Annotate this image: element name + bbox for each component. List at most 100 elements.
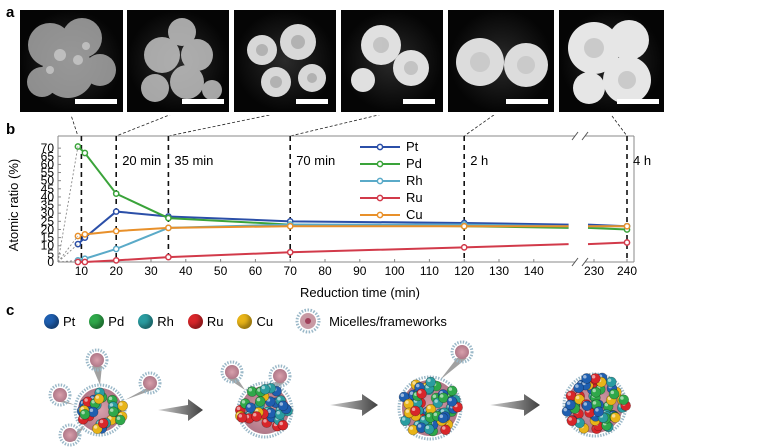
series-line-rh [77,223,569,262]
y-tick-label: 55 [41,166,55,180]
metal-atom [97,417,109,429]
atom-highlight [409,391,414,395]
funnel [125,389,155,400]
y-tick-label: 30 [41,206,55,220]
tem-connector-lines [70,115,628,137]
atom-highlight [109,403,114,407]
y-tick-label: 70 [41,141,55,155]
atom-highlight [607,396,612,401]
atom-highlight [80,406,85,411]
arrow-icon [330,394,378,416]
panel-label-a: a [6,4,15,21]
atom-highlight [263,419,267,423]
atom-highlight [108,416,112,420]
data-point-rh [112,245,120,253]
axis-break-mark [571,257,579,267]
legend-label-pt: Pt [406,139,419,154]
legend-marker-rh [376,177,384,185]
tem-image-4 [341,10,443,112]
metal-atom [79,409,91,420]
atom-highlight [405,400,409,405]
micelle-core [143,376,157,390]
y-tick-label: 35 [41,198,55,212]
atom-highlight [426,413,431,418]
legend-pd-label: Pd [108,313,125,329]
data-point-pd [74,143,82,150]
legend-marker-cu [376,211,384,219]
atom-highlight [238,414,243,418]
data-point-ru [165,253,172,261]
atom-highlight [252,412,257,417]
atom-highlight [620,396,624,400]
x-tick-label: 120 [454,264,474,278]
tem-image-6 [559,10,664,112]
scale-bar [75,99,117,104]
metal-atom [416,388,427,400]
legend-label-rh: Rh [406,173,423,188]
atom-highlight [567,392,572,396]
x-tick-label: 10 [75,264,89,278]
metal-atom [425,376,437,388]
metal-atom [114,414,126,426]
axis-break-mark [581,257,589,267]
legend-label-pd: Pd [406,156,422,171]
x-tick-label: 70 [284,264,298,278]
metal-atom [446,385,458,397]
pd-ball-icon [89,313,105,329]
metal-atom [251,411,262,422]
metal-atom [565,399,576,411]
x-tick-label: 130 [489,264,509,278]
y-axis-label: Atomic ratio (%) [6,159,21,251]
y-tick-label: 60 [41,157,55,171]
tem-image-5 [448,10,554,112]
micelle [220,360,244,384]
funnel [227,378,245,390]
scale-bar [296,99,328,104]
atom-highlight [248,388,253,392]
atom-highlight [241,400,246,404]
atom-highlight [401,417,406,421]
atom-highlight [95,395,100,399]
metal-atom [277,400,289,412]
stage-1-nuclei [48,348,162,447]
tem-image-1 [20,10,123,112]
atom-highlight [592,388,596,393]
metal-atom [437,412,449,424]
atom-highlight [119,402,123,406]
x-tick-label: 230 [584,264,604,278]
series-line-ru [77,243,569,263]
atom-highlight [566,401,571,405]
legend-ru: Ru [187,313,223,329]
scale-bar [182,99,224,104]
legend-marker-ru [376,194,384,202]
metal-atom [605,376,617,388]
micelle [268,364,292,388]
metal-atom [608,388,620,400]
data-point-ru [112,257,120,264]
atom-highlight [607,378,612,383]
atom-highlight [448,387,453,391]
micelle [450,340,474,364]
connector-line [168,115,272,137]
atom-highlight [108,396,113,401]
pt-ball-icon [44,313,59,329]
atom-highlight [427,378,431,383]
y-tick-label: 25 [41,214,55,228]
metal-atom [566,415,578,427]
atom-highlight [575,395,580,400]
axis-break-mark [581,131,589,141]
data-point-ru [460,244,468,251]
legend-cu: Cu [237,313,273,329]
atom-highlight [91,399,95,404]
metal-atom [581,373,592,384]
legend-micelle: Micelles/frameworks [293,308,447,334]
scale-bar [617,99,659,104]
extrapolation-line [57,235,79,263]
series-line-tail-ru [587,241,628,246]
x-tick-label: 90 [353,264,367,278]
data-point-ru [623,239,631,246]
arrow-icon [158,399,203,421]
legend-label-ru: Ru [406,190,423,205]
metal-atom [590,386,602,398]
y-tick-label: 15 [41,231,55,245]
